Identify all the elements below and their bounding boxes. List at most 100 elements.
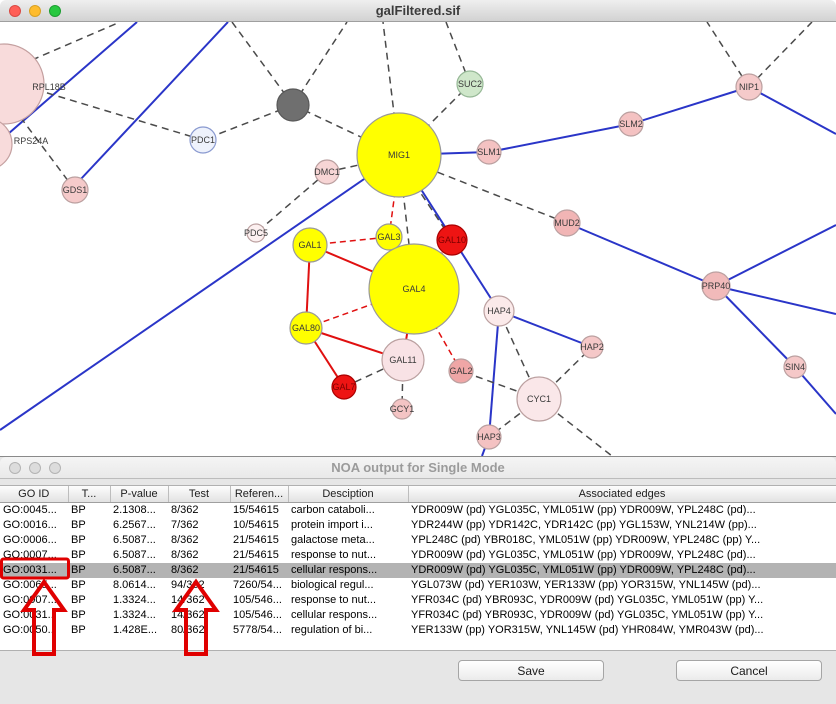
network-node-gal3[interactable] bbox=[375, 223, 403, 251]
table-cell: 7/362 bbox=[171, 518, 199, 531]
column-header-referen[interactable]: Referen... bbox=[230, 486, 289, 503]
zoom-button[interactable] bbox=[49, 462, 61, 474]
column-header-associated-edges[interactable]: Associated edges bbox=[408, 486, 836, 503]
network-node-slm2[interactable] bbox=[618, 111, 644, 137]
table-cell: 6.5087... bbox=[113, 533, 156, 546]
table-cell: 8.0614... bbox=[113, 578, 156, 591]
network-node-gcy1[interactable] bbox=[391, 398, 413, 420]
network-node-hap3[interactable] bbox=[476, 424, 502, 450]
network-edge[interactable] bbox=[488, 310, 500, 438]
table-cell: galactose meta... bbox=[291, 533, 375, 546]
network-node-prp40[interactable] bbox=[701, 271, 731, 301]
table-cell: carbon cataboli... bbox=[291, 503, 375, 516]
network-node-gal80[interactable] bbox=[289, 311, 323, 345]
window-title: NOA output for Single Mode bbox=[331, 460, 505, 475]
network-node-dmc1[interactable] bbox=[314, 159, 340, 185]
network-node-label: CYC1 bbox=[527, 394, 551, 404]
minimize-button[interactable] bbox=[29, 5, 41, 17]
network-edge[interactable] bbox=[79, 22, 229, 181]
network-node-gal11[interactable] bbox=[381, 338, 425, 382]
minimize-button[interactable] bbox=[29, 462, 41, 474]
column-header-go-id[interactable]: GO ID bbox=[0, 486, 69, 503]
network-node-mud2[interactable] bbox=[553, 209, 581, 237]
table-cell: 94/362 bbox=[171, 578, 205, 591]
table-cell: 8/362 bbox=[171, 503, 199, 516]
network-edge[interactable] bbox=[431, 169, 568, 224]
network-edge[interactable] bbox=[566, 222, 717, 287]
column-header-desciption[interactable]: Desciption bbox=[288, 486, 409, 503]
network-edge[interactable] bbox=[31, 22, 121, 61]
network-node-rpl18b[interactable] bbox=[0, 43, 45, 125]
network-node-gal4[interactable] bbox=[368, 243, 460, 335]
network-node-label: GAL10 bbox=[438, 235, 466, 245]
network-node-cyc1[interactable] bbox=[516, 376, 562, 422]
network-edge[interactable] bbox=[382, 22, 400, 156]
network-titlebar[interactable]: galFiltered.sif bbox=[0, 0, 836, 22]
close-button[interactable] bbox=[9, 5, 21, 17]
column-header-p-value[interactable]: P-value bbox=[110, 486, 169, 503]
save-button[interactable]: Save bbox=[458, 660, 604, 681]
network-node-label: MUD2 bbox=[554, 218, 580, 228]
table-cell: GO:0006... bbox=[3, 533, 57, 546]
network-node-gds1[interactable] bbox=[61, 176, 89, 204]
network-node-label: PRP40 bbox=[702, 281, 731, 291]
noa-titlebar[interactable]: NOA output for Single Mode bbox=[0, 457, 836, 479]
network-node-pdc5[interactable] bbox=[246, 223, 266, 243]
network-node-suc2[interactable] bbox=[456, 70, 484, 98]
network-edge[interactable] bbox=[231, 22, 294, 106]
network-node-sin4[interactable] bbox=[783, 355, 807, 379]
network-node-gal7[interactable] bbox=[331, 374, 357, 400]
network-node-label: SIN4 bbox=[785, 362, 805, 372]
network-edge[interactable] bbox=[715, 285, 836, 315]
network-edge[interactable] bbox=[748, 86, 836, 135]
cancel-button[interactable]: Cancel bbox=[676, 660, 822, 681]
network-edge[interactable] bbox=[43, 91, 204, 141]
table-cell: BP bbox=[71, 623, 86, 636]
network-node-unlabeled[interactable] bbox=[276, 88, 310, 122]
network-node-gal1[interactable] bbox=[292, 227, 328, 263]
network-node-rps24a[interactable] bbox=[0, 118, 13, 170]
network-node-label: PDC5 bbox=[244, 228, 268, 238]
network-edge[interactable] bbox=[488, 123, 632, 153]
table-cell: 6.5087... bbox=[113, 548, 156, 561]
table-cell: 15/54615 bbox=[233, 503, 279, 516]
network-node-slm1[interactable] bbox=[476, 139, 502, 165]
column-header-test[interactable]: Test bbox=[168, 486, 231, 503]
network-node-hap4[interactable] bbox=[483, 295, 515, 327]
network-node-gal10[interactable] bbox=[436, 224, 468, 256]
zoom-button[interactable] bbox=[49, 5, 61, 17]
close-button[interactable] bbox=[9, 462, 21, 474]
table-cell: 105/546... bbox=[233, 593, 282, 606]
network-node-nip1[interactable] bbox=[735, 73, 763, 101]
network-node-gal2[interactable] bbox=[448, 358, 474, 384]
network-node-hap2[interactable] bbox=[580, 335, 604, 359]
network-node-pdc1[interactable] bbox=[189, 126, 217, 154]
network-edge[interactable] bbox=[17, 113, 76, 191]
network-edge[interactable] bbox=[715, 285, 796, 368]
table-cell: BP bbox=[71, 548, 86, 561]
table-cell: GO:0031... bbox=[3, 608, 57, 621]
network-edge[interactable] bbox=[715, 224, 836, 287]
network-edge[interactable] bbox=[498, 310, 593, 348]
network-edge[interactable] bbox=[748, 22, 813, 88]
network-edge[interactable] bbox=[630, 86, 750, 125]
network-node-mig1[interactable] bbox=[356, 112, 442, 198]
column-header-t[interactable]: T... bbox=[68, 486, 111, 503]
network-edge[interactable] bbox=[255, 171, 328, 234]
network-edge[interactable] bbox=[305, 288, 415, 329]
network-edge[interactable] bbox=[0, 154, 400, 431]
table-cell: GO:0007... bbox=[3, 548, 57, 561]
